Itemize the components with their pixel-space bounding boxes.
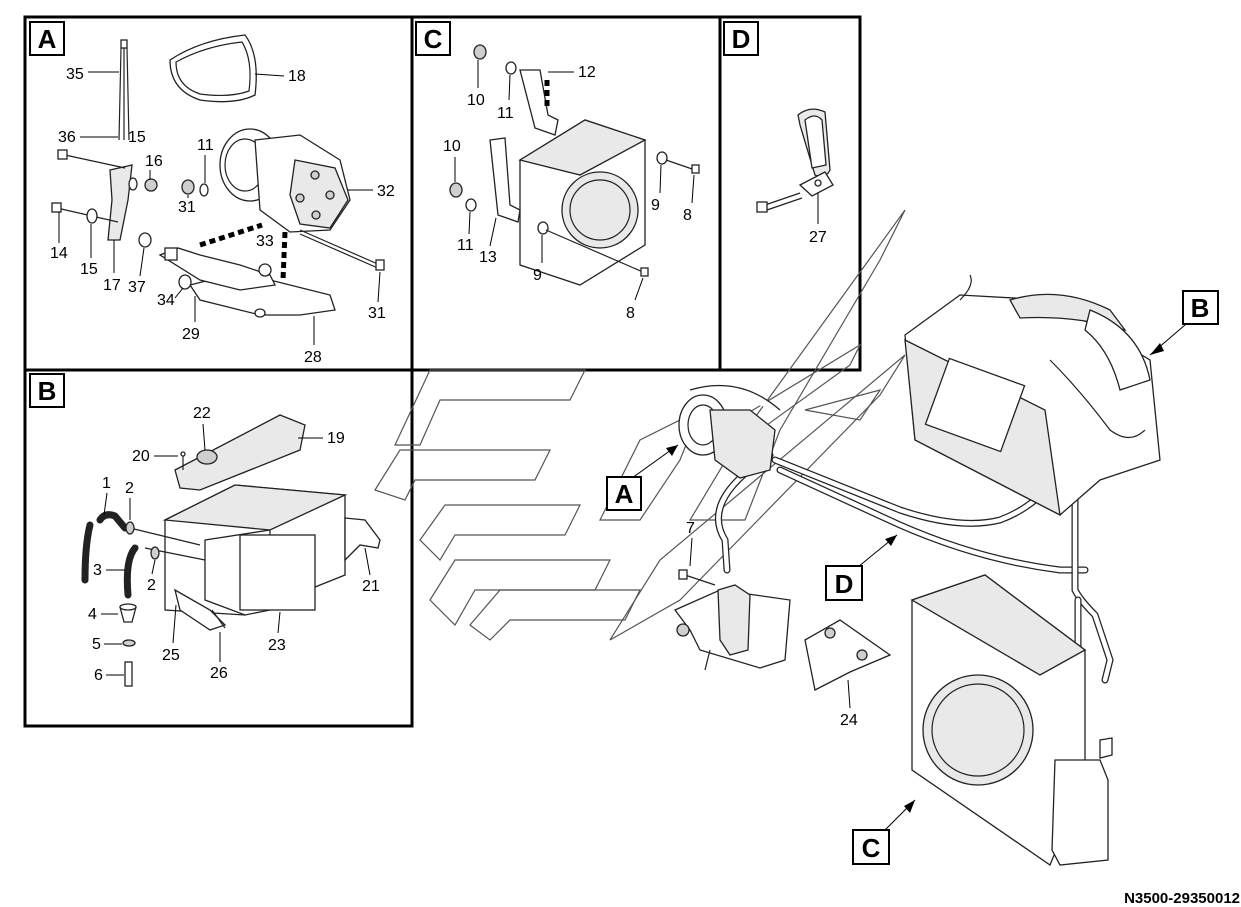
callout-c-9-bottom: 9	[533, 267, 542, 284]
callout-a-35: 35	[66, 66, 84, 83]
main-assembly	[673, 274, 1161, 866]
main-callout-b-text: B	[1191, 293, 1210, 323]
callout-main-7: 7	[686, 520, 695, 537]
panel-d-parts	[756, 108, 834, 213]
panel-letter-d-text: D	[732, 24, 751, 54]
callout-b-3: 3	[93, 562, 102, 579]
main-callout-d: D	[825, 534, 898, 601]
callout-a-18: 18	[288, 68, 306, 85]
main-callout-c: C	[852, 799, 916, 865]
panel-c-parts	[449, 44, 700, 286]
callout-a-32: 32	[377, 183, 395, 200]
panel-b-parts	[81, 414, 381, 687]
panel-letter-b: B	[29, 373, 65, 408]
callout-c-12: 12	[578, 64, 596, 81]
main-callout-c-text: C	[862, 833, 881, 863]
callout-b-5: 5	[92, 636, 101, 653]
callout-b-4: 4	[88, 606, 97, 623]
panel-letter-b-text: B	[38, 376, 57, 406]
callout-main-24: 24	[840, 712, 858, 729]
callout-b-25: 25	[162, 647, 180, 664]
panel-a-callouts: 35 18 36 15 16 11 32 14 15 17 37 31 33 3…	[50, 66, 395, 366]
drawing-number: N3500-29350012	[1124, 890, 1240, 907]
main-callout-d-text: D	[835, 569, 854, 599]
callout-d-27: 27	[809, 229, 827, 246]
callout-a-11: 11	[197, 137, 214, 154]
panel-a-parts	[51, 34, 385, 318]
callout-a-28: 28	[304, 349, 322, 366]
callout-a-16: 16	[145, 153, 163, 170]
panel-d-callouts: 27	[809, 193, 827, 246]
callout-a-14: 14	[50, 245, 68, 262]
callout-c-8-right: 8	[683, 207, 692, 224]
callout-c-10-top: 10	[467, 92, 485, 109]
callout-b-1: 1	[102, 475, 111, 492]
callout-b-23: 23	[268, 637, 286, 654]
main-callout-b: B	[1149, 290, 1219, 356]
callout-b-2-top: 2	[125, 480, 134, 497]
callout-b-26: 26	[210, 665, 228, 682]
callout-a-31-left: 31	[178, 199, 196, 216]
main-callout-a-text: A	[615, 479, 634, 509]
main-callout-a: A	[606, 444, 679, 511]
callout-b-22: 22	[193, 405, 211, 422]
panel-d-frame	[718, 15, 862, 372]
callout-c-9-right: 9	[651, 197, 660, 214]
callout-b-20: 20	[132, 448, 150, 465]
callout-a-15-bottom: 15	[80, 261, 98, 278]
callout-a-29: 29	[182, 326, 200, 343]
callout-c-8-bottom: 8	[626, 305, 635, 322]
callout-b-6: 6	[94, 667, 103, 684]
callout-a-15-top: 15	[128, 129, 146, 146]
panel-letter-c-text: C	[424, 24, 443, 54]
callout-c-11-bottom: 11	[457, 237, 474, 254]
callout-b-2-bottom: 2	[147, 577, 156, 594]
callout-c-13: 13	[479, 249, 497, 266]
callout-a-17: 17	[103, 277, 121, 294]
panel-letter-d: D	[723, 21, 759, 56]
panel-b-frame	[23, 368, 414, 728]
callout-c-11-top: 11	[497, 105, 514, 122]
callout-a-37: 37	[128, 279, 146, 296]
callout-a-34: 34	[157, 292, 175, 309]
panel-c-callouts: 12 10 11 10 11 13 9 8 9 8	[443, 60, 695, 322]
panel-letter-a: A	[29, 21, 65, 56]
panel-letter-a-text: A	[38, 24, 57, 54]
callout-a-36: 36	[58, 129, 76, 146]
panel-letter-c: C	[415, 21, 451, 56]
main-callouts: 7 24 A B C D	[606, 290, 1219, 865]
callout-c-10-mid: 10	[443, 138, 461, 155]
panel-b-callouts: 22 19 20 1 2 3 2 4 5 6 21 25 26 23	[88, 405, 380, 684]
callout-b-21: 21	[362, 578, 380, 595]
callout-a-31-right: 31	[368, 305, 386, 322]
callout-b-19: 19	[327, 430, 345, 447]
callout-a-33: 33	[256, 233, 274, 250]
